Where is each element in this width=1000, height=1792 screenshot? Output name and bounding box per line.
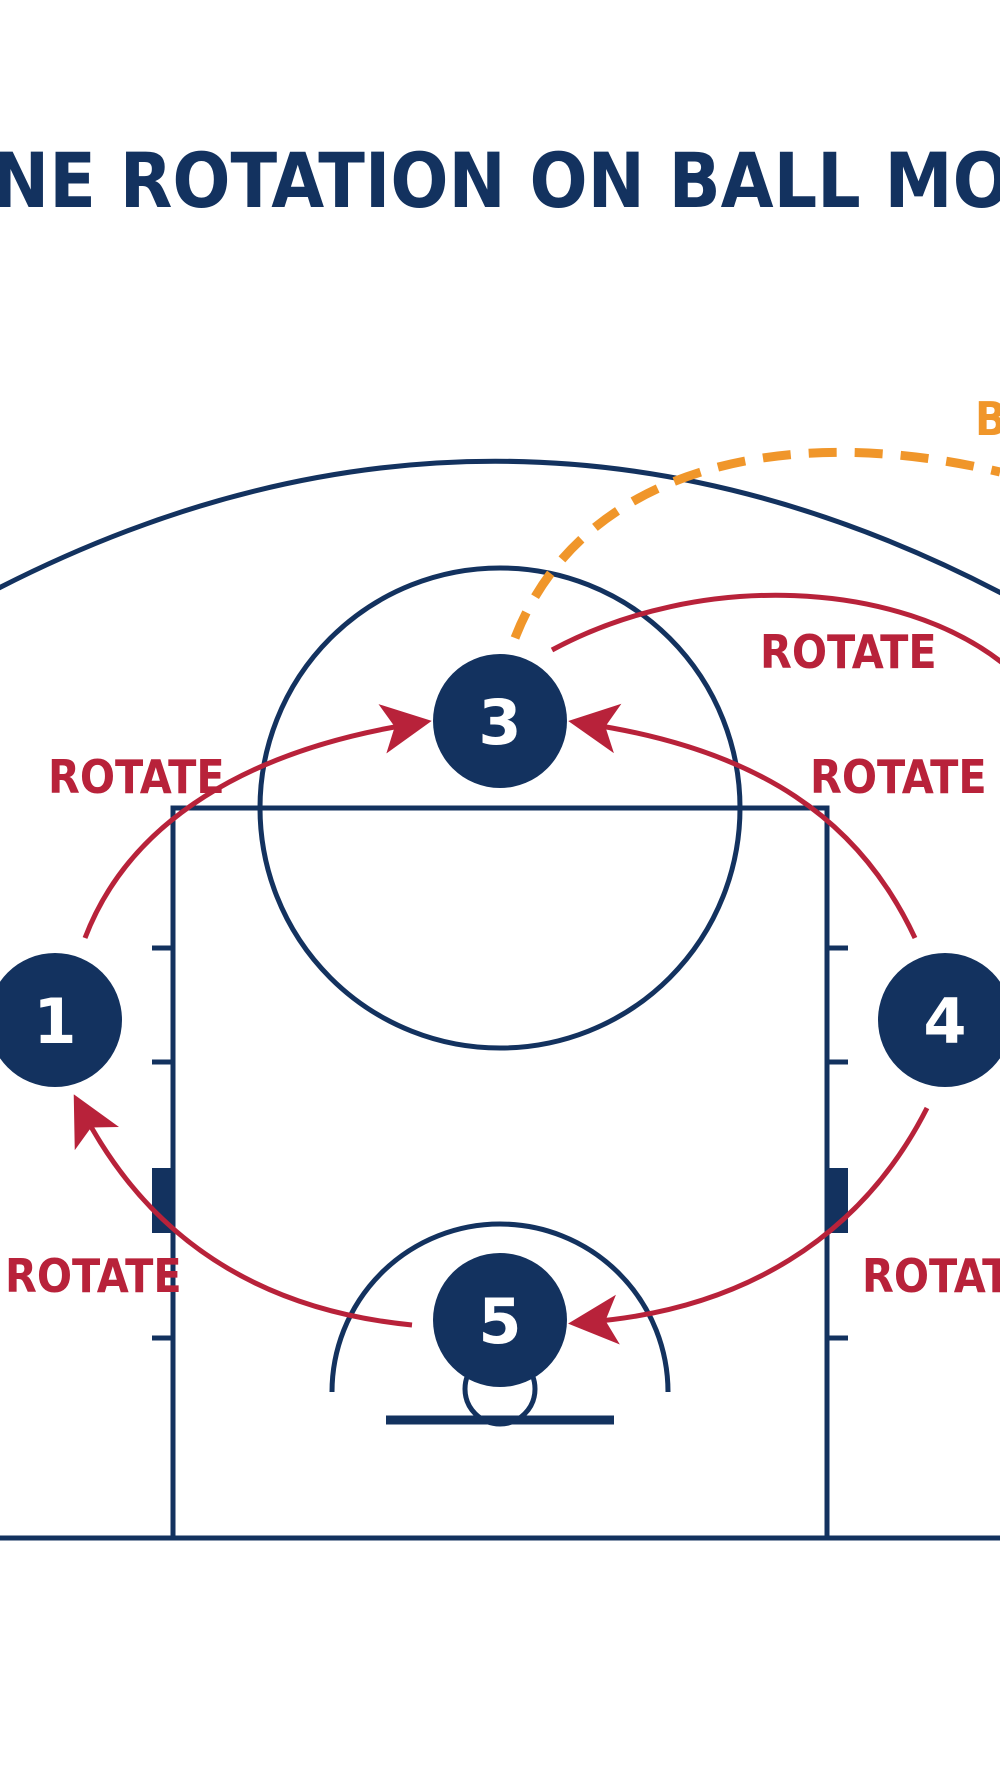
player-1: 1 [0, 953, 122, 1087]
rotation-arrow-1-to-3 [82, 704, 432, 939]
player-5-number: 5 [478, 1285, 521, 1358]
player-4: 4 [878, 953, 1000, 1087]
rotation-arrow-5-to-1 [73, 1094, 413, 1328]
rotation-arrow-3-to-wing [550, 592, 1000, 665]
diagram-title: NE ROTATION ON BALL MOVEMENT (BA [0, 136, 1000, 225]
player-3: 3 [433, 654, 567, 788]
rotate-label-left: ROTATE [48, 750, 225, 804]
three-point-arc [0, 458, 1000, 596]
rotate-label-top-right: ROTATE [760, 625, 937, 679]
rotation-arrow-4-to-3 [568, 703, 918, 940]
ball-label: B [975, 392, 1000, 446]
player-3-number: 3 [478, 686, 521, 759]
player-5: 5 [433, 1253, 567, 1387]
rotate-label-right: ROTATE [810, 750, 987, 804]
free-throw-circle [257, 565, 743, 1051]
rotate-label-bottom-right: ROTATE [862, 1249, 1000, 1303]
rotate-label-bottom-left: ROTATE [5, 1249, 182, 1303]
player-1-number: 1 [33, 985, 76, 1058]
ball-pass-path [510, 447, 1000, 640]
rotation-arrows [73, 592, 1000, 1345]
rotation-arrow-4-to-5 [568, 1106, 930, 1345]
player-4-number: 4 [923, 985, 966, 1058]
paint-key [170, 805, 830, 1541]
